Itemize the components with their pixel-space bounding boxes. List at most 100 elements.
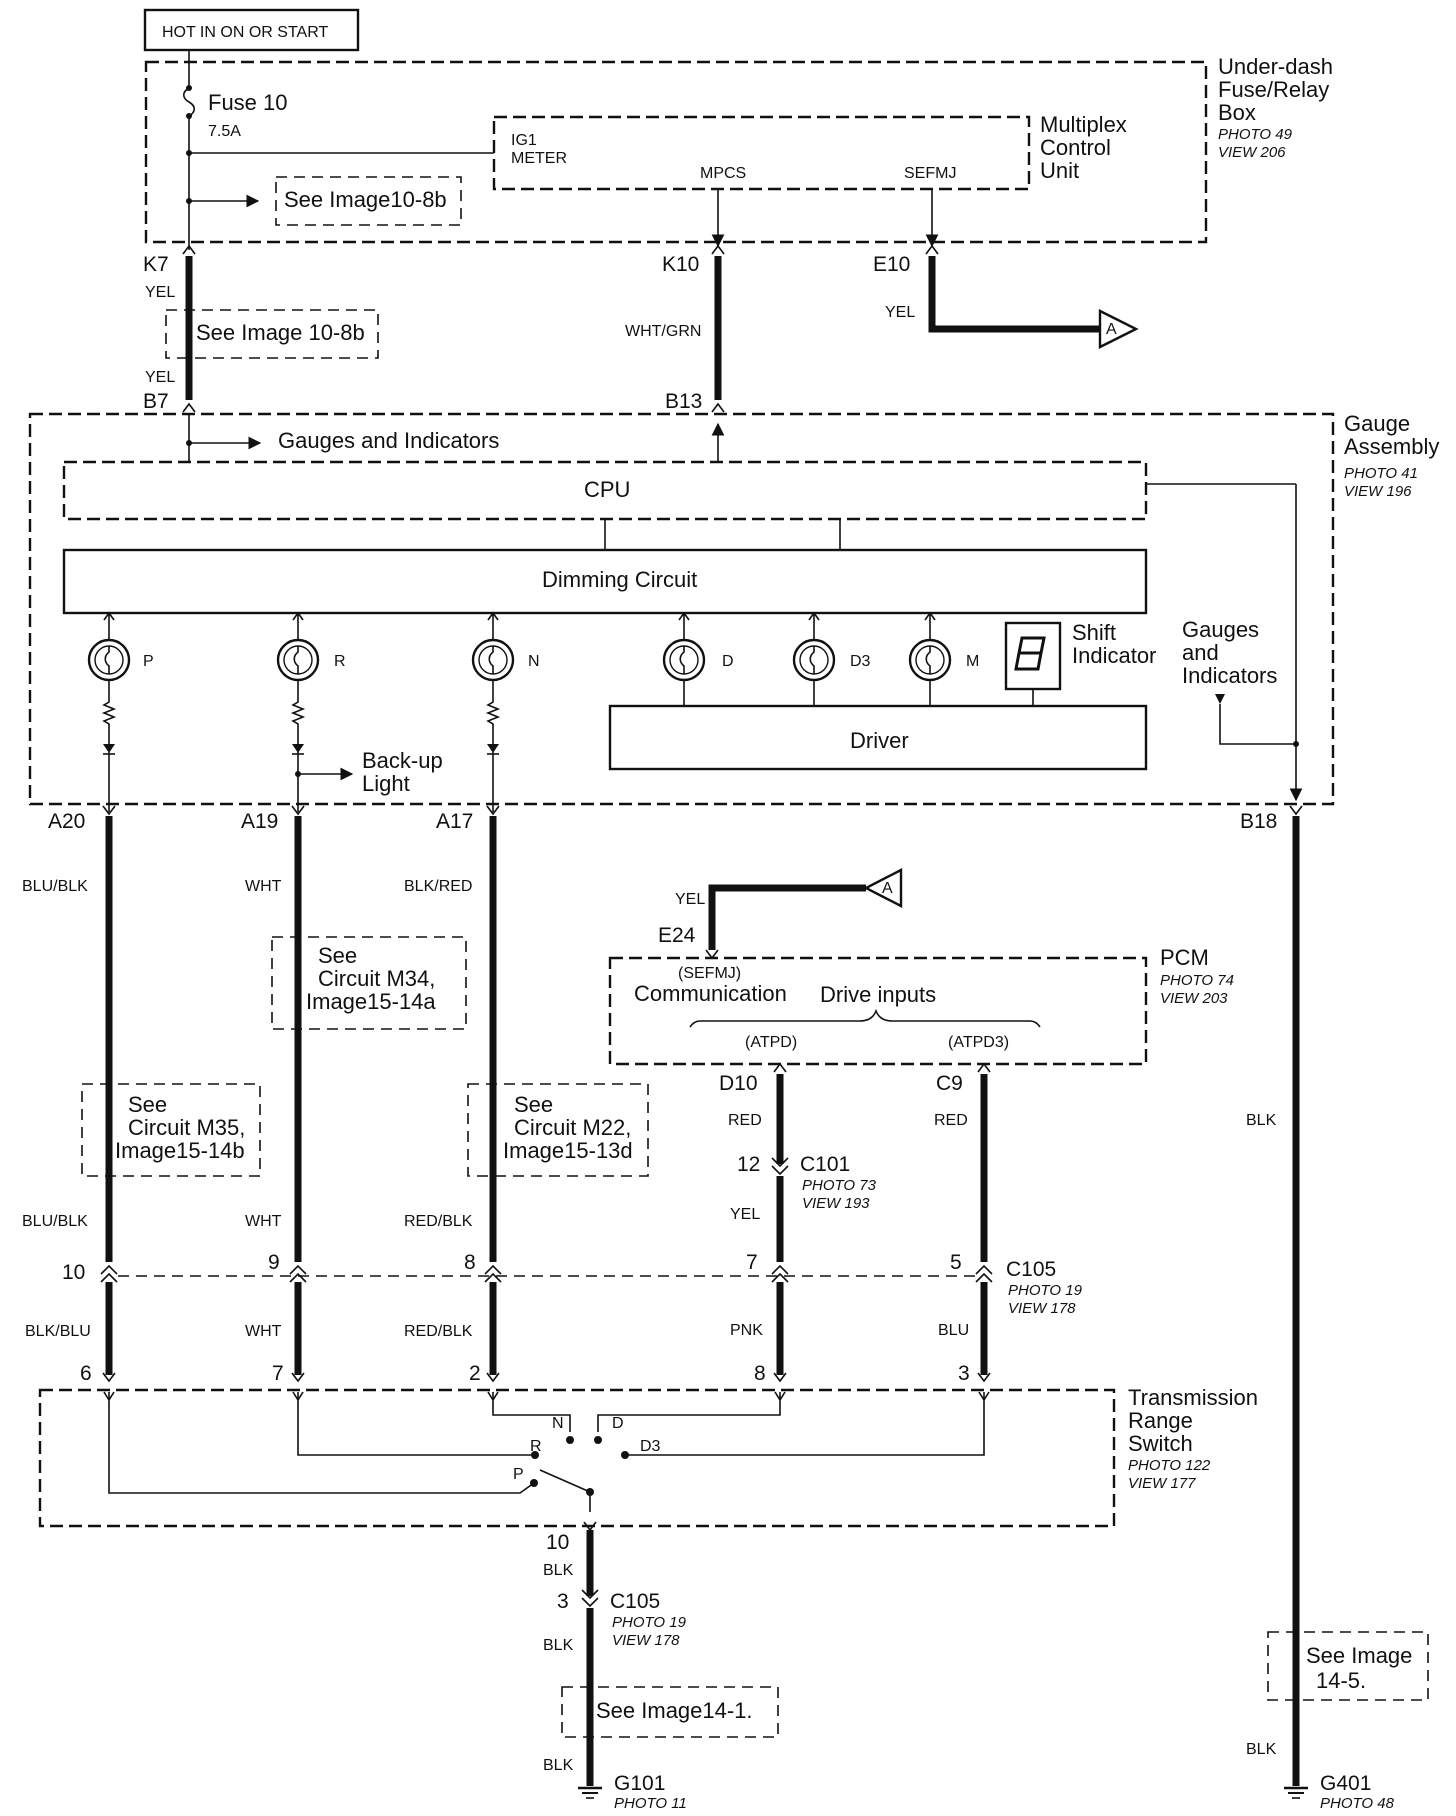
- bulb-m-icon: [908, 625, 952, 706]
- svg-text:C105: C105: [1006, 1258, 1056, 1281]
- svg-text:Switch: Switch: [1128, 1431, 1193, 1456]
- svg-text:Gauges: Gauges: [1182, 617, 1259, 642]
- see-circuit-m34-link[interactable]: See: [318, 943, 357, 968]
- svg-text:(SEFMJ): (SEFMJ): [678, 965, 741, 982]
- svg-text:YEL: YEL: [675, 891, 705, 908]
- svg-text:VIEW 203: VIEW 203: [1160, 990, 1228, 1007]
- driver-block: Driver: [850, 728, 909, 753]
- transmission-range-switch: 6 7 2 8 3 Transmission Range Switch PHOT…: [38, 1362, 1258, 1528]
- see-circuit-m22-link[interactable]: See: [514, 1092, 553, 1117]
- svg-text:PHOTO 19: PHOTO 19: [1008, 1282, 1083, 1299]
- svg-text:12: 12: [737, 1153, 760, 1176]
- svg-text:Under-dash: Under-dash: [1218, 54, 1333, 79]
- svg-text:YEL: YEL: [885, 304, 915, 321]
- svg-text:G101: G101: [614, 1772, 665, 1795]
- svg-text:MPCS: MPCS: [700, 165, 746, 182]
- pin-c9: C9: [936, 1072, 963, 1095]
- svg-text:3: 3: [958, 1362, 970, 1385]
- svg-text:Drive inputs: Drive inputs: [820, 982, 936, 1007]
- svg-text:(ATPD3): (ATPD3): [948, 1034, 1009, 1051]
- svg-text:M: M: [966, 653, 979, 670]
- svg-text:PHOTO 73: PHOTO 73: [802, 1177, 877, 1194]
- see-image-10-8b-link-2[interactable]: See Image 10-8b: [196, 320, 365, 345]
- svg-text:7: 7: [746, 1251, 758, 1274]
- upper-wiring: K7 YEL See Image 10-8b YEL B7 K10 WHT/GR…: [143, 244, 1139, 413]
- svg-text:RED: RED: [934, 1112, 968, 1129]
- svg-text:PHOTO 41: PHOTO 41: [1344, 465, 1418, 482]
- connector-c105-2: C105: [610, 1590, 660, 1613]
- svg-text:Image15-13d: Image15-13d: [503, 1138, 633, 1163]
- pin-b18: B18: [1240, 810, 1277, 833]
- svg-text:9: 9: [268, 1251, 280, 1274]
- svg-text:BLU/BLK: BLU/BLK: [22, 878, 88, 895]
- svg-text:Back-up: Back-up: [362, 748, 443, 773]
- svg-text:5: 5: [950, 1251, 962, 1274]
- fuse-relay-box: Under-dash Fuse/Relay Box PHOTO 49 VIEW …: [144, 50, 1333, 250]
- svg-text:BLK: BLK: [1246, 1112, 1277, 1129]
- fuse-name: Fuse 10: [208, 90, 288, 115]
- bulb-d3-icon: [792, 625, 836, 706]
- offpage-connector-a: A: [1106, 321, 1117, 338]
- svg-text:WHT: WHT: [245, 1213, 282, 1230]
- svg-text:G401: G401: [1320, 1772, 1371, 1795]
- svg-text:Shift: Shift: [1072, 620, 1116, 645]
- cpu-block: CPU: [584, 477, 630, 502]
- svg-text:WHT/GRN: WHT/GRN: [625, 323, 701, 340]
- svg-text:Indicator: Indicator: [1072, 643, 1156, 668]
- svg-text:P: P: [513, 1466, 524, 1483]
- see-circuit-m35-link[interactable]: See: [128, 1092, 167, 1117]
- svg-text:D3: D3: [640, 1438, 661, 1455]
- svg-text:D: D: [612, 1415, 624, 1432]
- svg-text:BLK: BLK: [543, 1637, 574, 1654]
- pin-k10: K10: [662, 253, 699, 276]
- svg-text:Light: Light: [362, 771, 410, 796]
- svg-text:VIEW 178: VIEW 178: [1008, 1300, 1076, 1317]
- svg-text:BLK: BLK: [543, 1757, 574, 1774]
- fuse-symbol: [182, 87, 196, 117]
- see-image-10-8b-link[interactable]: See Image10-8b: [284, 187, 447, 212]
- svg-text:Circuit M22,: Circuit M22,: [514, 1115, 631, 1140]
- svg-text:IG1: IG1: [511, 132, 537, 149]
- pcm-module: A YEL E24 PCM PHOTO 74 VIEW 203 (SEFMJ) …: [608, 868, 1234, 1339]
- svg-text:Image15-14b: Image15-14b: [115, 1138, 245, 1163]
- pin-e24: E24: [658, 924, 696, 947]
- svg-text:PHOTO 49: PHOTO 49: [1218, 126, 1293, 143]
- svg-text:WHT: WHT: [245, 878, 282, 895]
- pin-b7: B7: [143, 390, 169, 413]
- svg-text:PHOTO 19: PHOTO 19: [612, 1614, 687, 1631]
- svg-text:BLK: BLK: [543, 1562, 574, 1579]
- bulb-p-icon: [87, 625, 131, 682]
- svg-text:PHOTO 48: PHOTO 48: [1320, 1795, 1395, 1812]
- svg-text:VIEW 177: VIEW 177: [1128, 1475, 1196, 1492]
- svg-text:D: D: [722, 653, 734, 670]
- svg-text:Indicators: Indicators: [1182, 663, 1277, 688]
- gauge-assembly: Gauge Assembly PHOTO 41 VIEW 196 Gauges …: [28, 411, 1439, 812]
- svg-text:BLK: BLK: [1246, 1741, 1277, 1758]
- svg-text:D3: D3: [850, 653, 871, 670]
- svg-text:7: 7: [272, 1362, 284, 1385]
- svg-text:Box: Box: [1218, 100, 1256, 125]
- see-image-14-1-link[interactable]: See Image14-1.: [596, 1698, 753, 1723]
- see-image-14-5-link[interactable]: See Image: [1306, 1643, 1412, 1668]
- svg-text:Assembly: Assembly: [1344, 434, 1439, 459]
- svg-text:PHOTO 74: PHOTO 74: [1160, 972, 1234, 989]
- svg-text:SEFMJ: SEFMJ: [904, 165, 956, 182]
- pin-a17: A17: [436, 810, 473, 833]
- svg-text:Communication: Communication: [634, 981, 787, 1006]
- bulb-r-icon: [276, 625, 320, 682]
- svg-text:WHT: WHT: [245, 1323, 282, 1340]
- power-source-label: HOT IN ON OR START: [143, 8, 360, 52]
- svg-text:PHOTO 11: PHOTO 11: [614, 1795, 687, 1812]
- ground-g101-branch: 10 BLK 3 C105 PHOTO 19 VIEW 178 BLK See …: [543, 1521, 779, 1812]
- svg-text:Transmission: Transmission: [1128, 1385, 1258, 1410]
- svg-text:10: 10: [546, 1531, 569, 1554]
- svg-text:2: 2: [469, 1362, 481, 1385]
- svg-text:PNK: PNK: [730, 1322, 763, 1339]
- svg-text:8: 8: [464, 1251, 476, 1274]
- pin-b13: B13: [665, 390, 702, 413]
- svg-text:3: 3: [557, 1590, 569, 1613]
- svg-text:PHOTO 122: PHOTO 122: [1128, 1457, 1211, 1474]
- svg-text:PCM: PCM: [1160, 945, 1209, 970]
- svg-text:YEL: YEL: [145, 284, 175, 301]
